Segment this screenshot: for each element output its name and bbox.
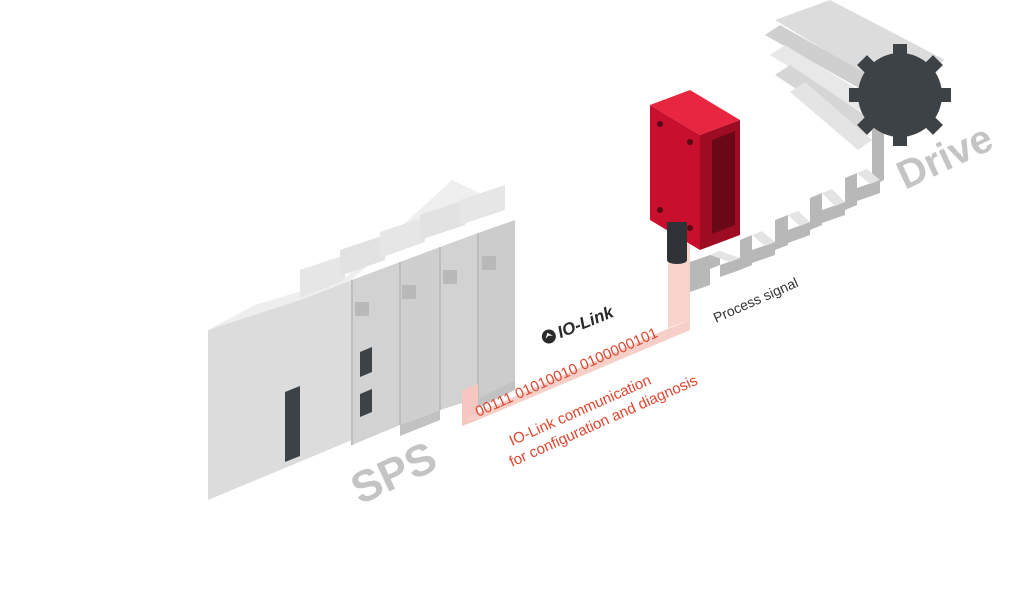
iolink-logo: IO-Link — [541, 302, 618, 344]
process-signal-wave — [690, 125, 884, 292]
red-sensor — [650, 90, 740, 264]
sps-controller — [208, 180, 515, 500]
iolink-logo-icon — [541, 329, 556, 344]
iolink-logo-text: IO-Link — [555, 302, 618, 342]
process-signal-wave-highlight — [710, 169, 880, 262]
sps-label: SPS — [344, 432, 445, 514]
process-signal-label: Process signal — [711, 274, 801, 326]
drive-motor — [765, 0, 951, 150]
